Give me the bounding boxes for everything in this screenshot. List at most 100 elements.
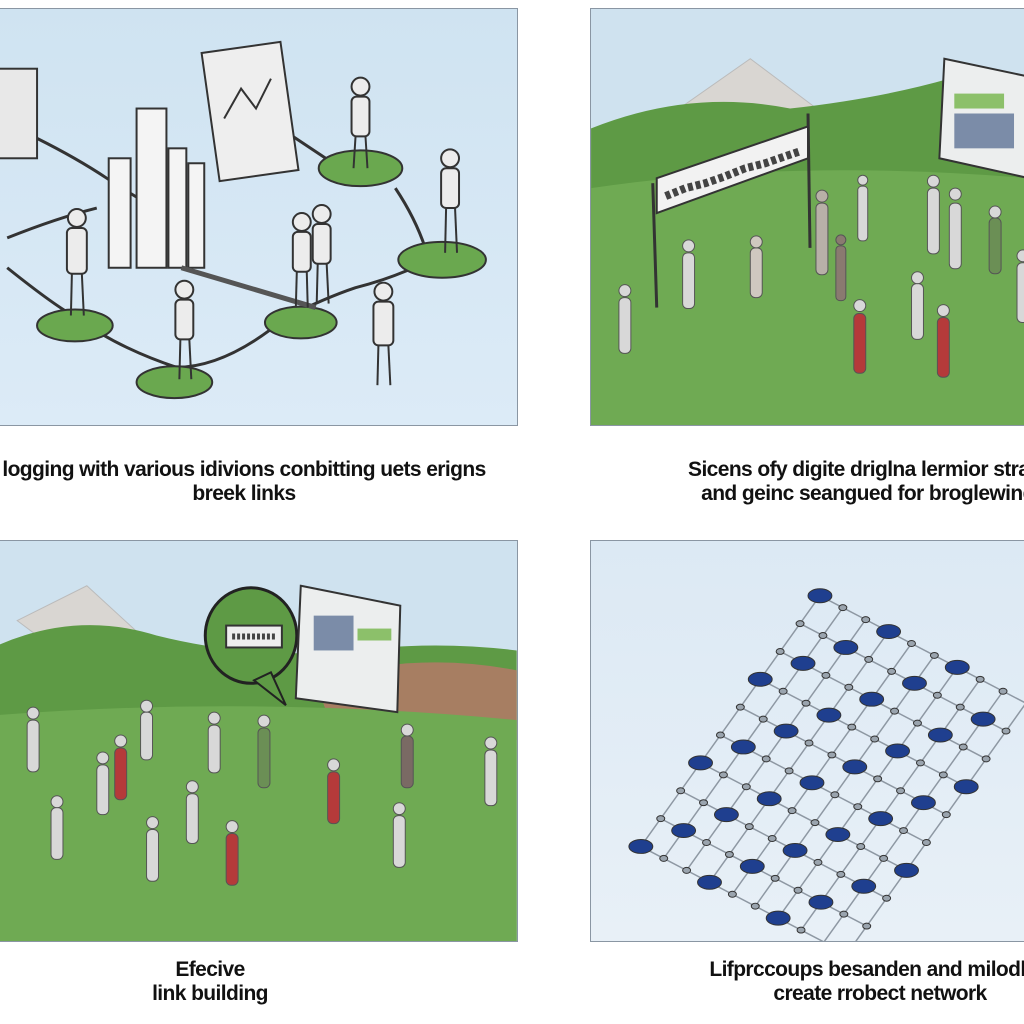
node-icon: [921, 839, 931, 846]
panel-node-network: [590, 540, 1024, 942]
node-icon: [782, 842, 808, 858]
node-icon: [851, 878, 877, 894]
node-icon: [958, 743, 968, 751]
screen-icon: [294, 584, 402, 714]
node-icon: [827, 751, 837, 759]
node-icon: [844, 683, 854, 691]
node-icon: [801, 699, 811, 707]
caption-line-2: link building: [152, 982, 268, 1005]
node-icon: [932, 691, 942, 699]
node-icon: [765, 910, 791, 926]
node-icon: [847, 723, 857, 731]
caption-panel-1: logging with various idivions conbitting…: [0, 458, 494, 506]
node-icon: [784, 767, 794, 775]
node-icon: [796, 926, 806, 934]
node-icon: [830, 791, 840, 799]
node-icon: [793, 886, 803, 894]
node-icon: [944, 659, 970, 675]
panel-hills-speech: [0, 540, 518, 942]
node-icon: [816, 707, 842, 723]
panel-chain-illustration: [0, 8, 518, 426]
node-icon: [975, 675, 985, 683]
node-icon: [856, 842, 866, 850]
node-icon: [907, 640, 916, 647]
node-icon: [718, 771, 728, 779]
person-icon: [618, 174, 1024, 378]
node-icon: [879, 854, 889, 862]
caption-line-2: breek links: [192, 482, 296, 505]
node-icon: [676, 787, 686, 795]
node-icon: [887, 667, 897, 675]
node-icon: [842, 759, 868, 775]
node-icon: [715, 731, 725, 739]
node-icon: [744, 823, 754, 831]
node-icon: [873, 775, 883, 783]
node-icon: [702, 839, 711, 846]
node-icon: [730, 739, 756, 755]
hills-speech-illustration: [0, 584, 517, 941]
node-icon: [861, 616, 871, 624]
bar-chart-icon: [107, 107, 206, 269]
person-icon: [65, 76, 461, 386]
caption-line-1: Efecive: [175, 958, 245, 981]
speech-bubble-icon: [203, 586, 299, 706]
node-icon: [953, 779, 979, 795]
person-icon: [26, 699, 498, 886]
caption-panel-3: Efecive link building: [130, 958, 290, 1006]
node-icon: [912, 719, 922, 727]
node-icon: [839, 910, 849, 918]
node-icon: [853, 803, 863, 811]
node-icon: [890, 707, 900, 715]
node-icon: [836, 870, 846, 878]
node-icon: [938, 771, 948, 779]
node-icon: [659, 854, 669, 862]
node-icon: [628, 839, 654, 854]
node-icon: [825, 827, 851, 842]
node-icon: [804, 739, 814, 747]
caption-panel-2: Sicens ofy digite driglna lermior strato…: [668, 458, 1024, 506]
node-icon: [894, 862, 919, 878]
node-icon: [1001, 727, 1011, 735]
meadow: [591, 170, 1024, 425]
node-icon: [713, 807, 739, 823]
node-icon: [778, 687, 788, 695]
caption-line-1: logging with various idivions conbitting…: [2, 458, 486, 481]
node-icon: [868, 811, 894, 827]
node-icon: [862, 922, 872, 930]
node-icon: [885, 743, 910, 759]
node-icon: [767, 835, 777, 842]
node-icon: [833, 640, 859, 655]
caption-line-2: and geinc seangued for broglewind: [701, 482, 1024, 505]
node-icon: [727, 890, 737, 898]
node-icon: [750, 902, 760, 910]
node-icon: [795, 620, 805, 628]
connector-rod: [180, 265, 317, 310]
node-icon: [899, 827, 909, 835]
node-icon: [790, 655, 816, 671]
caption-line-2: create rrobect network: [773, 982, 987, 1005]
node-icon: [682, 866, 692, 874]
node-icon: [915, 759, 925, 767]
node-icon: [970, 711, 996, 727]
node-icon: [756, 791, 782, 807]
node-icon: [770, 874, 780, 882]
node-icon: [870, 735, 880, 743]
node-icon: [758, 715, 768, 723]
node-icon: [838, 604, 848, 612]
node-icon: [902, 675, 927, 691]
caption-line-1: Sicens ofy digite driglna lermior strato: [688, 458, 1024, 481]
node-icon: [927, 727, 953, 743]
node-icon: [775, 647, 785, 655]
screen-icon: [0, 40, 300, 183]
pad-group: [36, 149, 487, 400]
node-icon: [735, 703, 745, 711]
node-icon: [810, 819, 820, 827]
screen-icon: [938, 57, 1024, 179]
node-icon: [761, 755, 771, 763]
node-icon: [741, 783, 751, 791]
node-icon: [882, 894, 892, 902]
node-icon: [747, 671, 773, 687]
node-icon: [671, 823, 697, 839]
caption-panel-4: Lifprccoups besanden and milodligr creat…: [680, 958, 1024, 1006]
node-icon: [896, 787, 906, 795]
